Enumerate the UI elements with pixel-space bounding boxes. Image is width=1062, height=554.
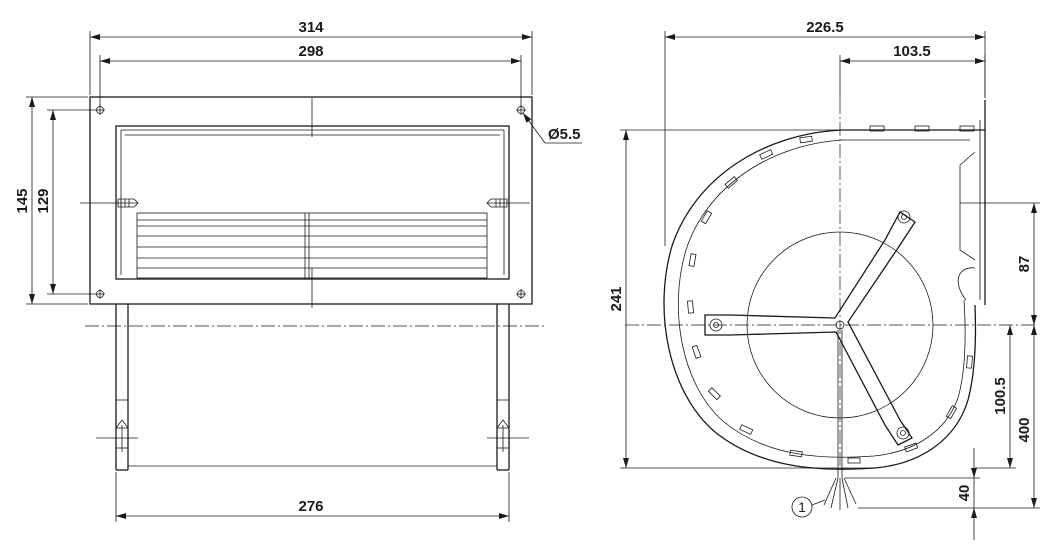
outlet-opening bbox=[115, 125, 510, 280]
dim-label-diameter: Ø5.5 bbox=[548, 126, 581, 143]
front-view: 314 298 145 129 Ø5.5 bbox=[14, 19, 582, 522]
dim-label-226-5: 226.5 bbox=[806, 19, 844, 36]
dim-hole-spacing-height: 129 bbox=[35, 109, 96, 295]
dim-label-400: 400 bbox=[1016, 417, 1033, 442]
dim-axis-to-outlet: 103.5 bbox=[839, 43, 986, 100]
dim-cable-length: 400 bbox=[858, 325, 1040, 509]
dim-label-87: 87 bbox=[1016, 256, 1033, 273]
dim-cable-exit: 40 bbox=[845, 448, 980, 540]
dim-label-276: 276 bbox=[298, 498, 323, 515]
cable-callout: 1 bbox=[791, 496, 826, 518]
dim-hole-diameter: Ø5.5 bbox=[522, 112, 582, 144]
dim-label-241: 241 bbox=[608, 286, 625, 311]
support-legs bbox=[96, 304, 529, 471]
dim-axis-to-bottom: 100.5 bbox=[975, 325, 1016, 469]
motor-spider bbox=[704, 210, 916, 446]
outlet-flange bbox=[957, 100, 986, 305]
left-screw-icon bbox=[80, 198, 139, 208]
dim-overall-width: 314 bbox=[89, 19, 533, 95]
dim-leg-spacing: 276 bbox=[115, 472, 510, 522]
dim-label-100-5: 100.5 bbox=[992, 377, 1009, 415]
dim-overall-depth: 226.5 bbox=[664, 19, 986, 246]
callout-label: 1 bbox=[798, 499, 806, 515]
dim-hole-spacing-width: 298 bbox=[99, 43, 522, 106]
right-screw-icon bbox=[486, 198, 530, 208]
dim-overall-height: 145 bbox=[14, 96, 88, 305]
scroll-housing bbox=[663, 129, 985, 470]
dim-outlet-to-axis: 87 bbox=[960, 202, 1040, 325]
side-view: 1 226.5 103.5 241 87 bbox=[608, 19, 1040, 540]
dim-label-298: 298 bbox=[298, 43, 323, 60]
cable-bundle bbox=[823, 330, 857, 510]
mounting-flange bbox=[89, 96, 533, 305]
dim-label-129: 129 bbox=[35, 188, 52, 213]
dim-label-145: 145 bbox=[14, 188, 31, 213]
mounting-hole-icon bbox=[95, 105, 526, 299]
dim-label-103-5: 103.5 bbox=[893, 43, 931, 60]
dim-label-314: 314 bbox=[298, 19, 324, 36]
dim-side-height: 241 bbox=[608, 129, 875, 469]
housing-rivets bbox=[687, 125, 975, 464]
dim-label-40: 40 bbox=[956, 485, 973, 502]
